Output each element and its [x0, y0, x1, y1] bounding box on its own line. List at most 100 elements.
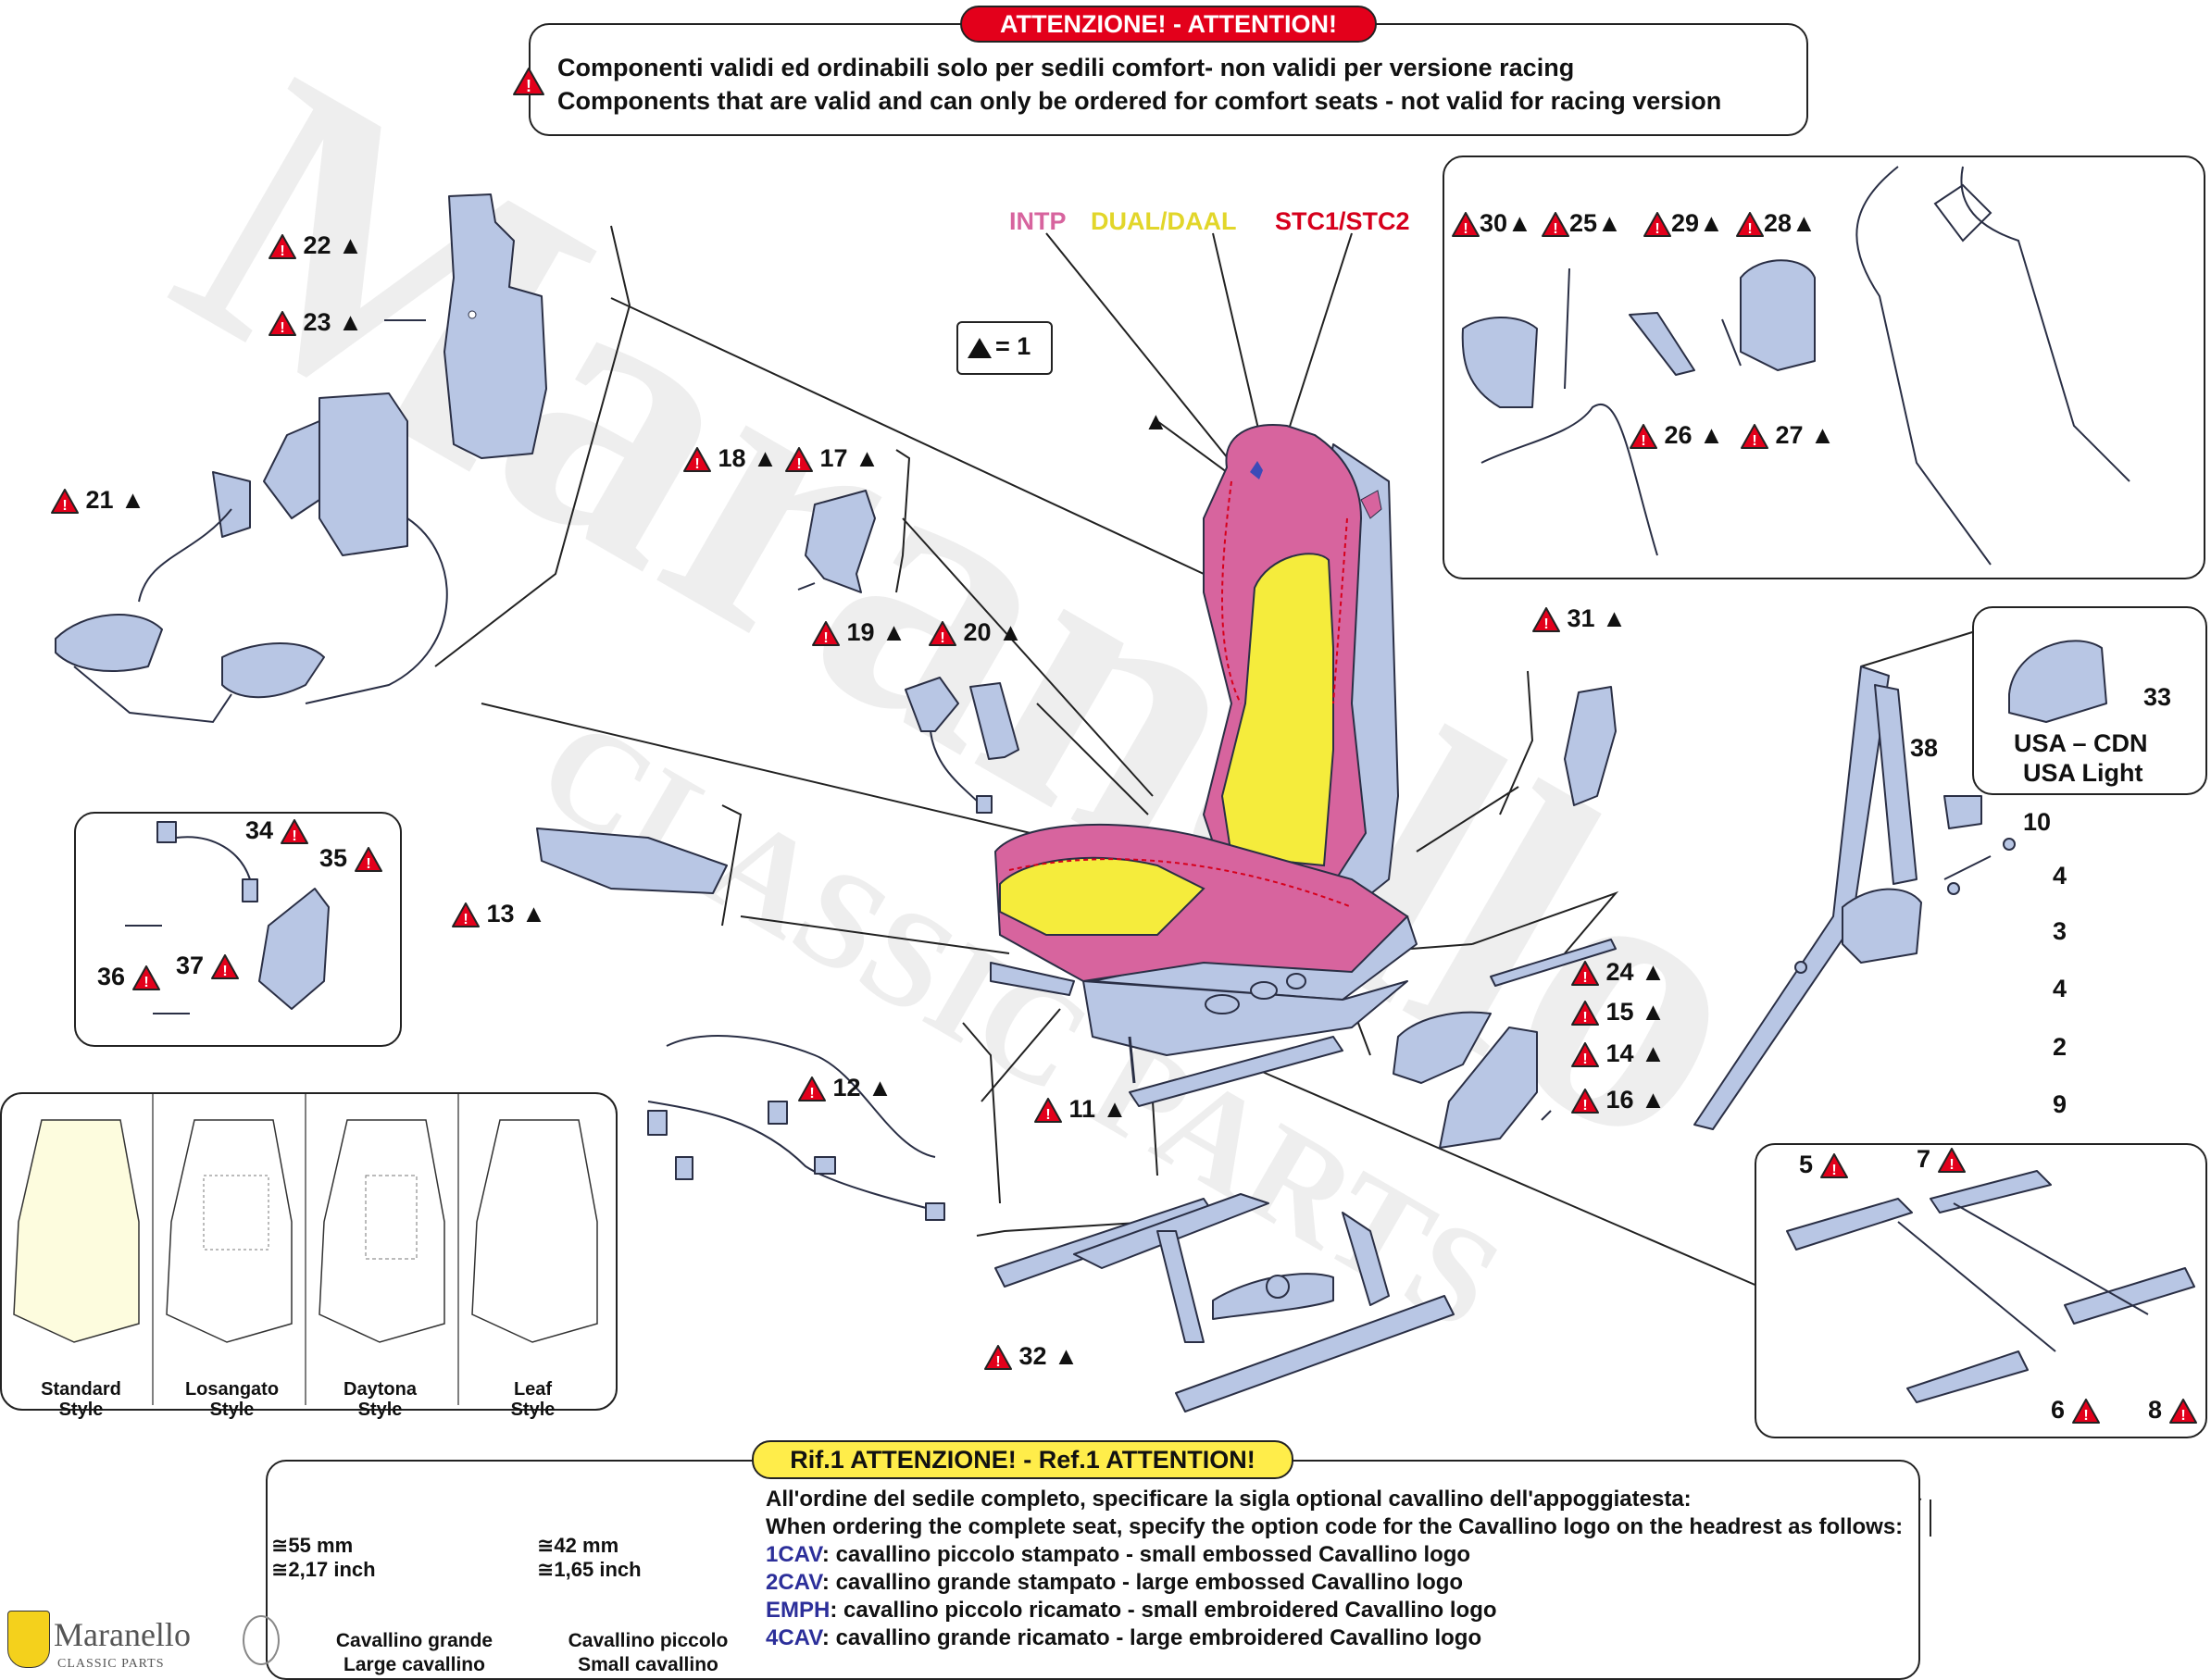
- triangle-icon: [968, 338, 992, 358]
- warning-icon: !: [452, 902, 480, 928]
- svg-text:!: !: [292, 828, 296, 844]
- svg-text:!: !: [1543, 616, 1548, 632]
- callout-15: ! 15 ▲: [1571, 998, 1666, 1027]
- svg-text:!: !: [796, 456, 801, 472]
- triangle-icon: ▲: [1699, 209, 1724, 237]
- callout-28: !28▲: [1736, 209, 1817, 238]
- warning-icon: !: [785, 447, 813, 473]
- small-mm: ≅42 mm: [537, 1534, 619, 1557]
- callout-17: ! 17 ▲: [785, 444, 880, 473]
- callout-12: ! 12 ▲: [798, 1074, 893, 1102]
- warning-icon: !: [1571, 1089, 1599, 1114]
- warning-icon: !: [1630, 424, 1657, 450]
- callout-20: ! 20 ▲: [929, 618, 1023, 647]
- svg-text:!: !: [280, 320, 284, 336]
- triangle-icon: ▲: [338, 231, 363, 259]
- svg-text:!: !: [1655, 221, 1659, 237]
- triangle-icon: ▲: [881, 618, 906, 646]
- svg-text:!: !: [1582, 970, 1587, 986]
- bottom-intro-en: When ordering the complete seat, specify…: [766, 1514, 1904, 1539]
- code-line-3: EMPH: cavallino piccolo ricamato - small…: [766, 1598, 1497, 1623]
- warning-icon: !: [210, 954, 239, 980]
- zone-intp-label: INTP: [1009, 207, 1067, 235]
- trident-icon: [243, 1615, 280, 1665]
- callout-38: 38: [1910, 734, 1939, 762]
- bottom-intro-it: All'ordine del sedile completo, specific…: [766, 1487, 1692, 1512]
- triangle-icon: ▲: [338, 308, 363, 336]
- warning-icon: !: [929, 621, 956, 647]
- svg-text:!: !: [1582, 1052, 1587, 1067]
- triangle-icon: ▲: [1641, 998, 1666, 1026]
- triangle-icon: ▲: [1699, 421, 1724, 449]
- triangle-icon: ▲: [1792, 209, 1817, 237]
- svg-text:!: !: [1045, 1107, 1050, 1123]
- callout-31: ! 31 ▲: [1532, 604, 1627, 633]
- seat-main: [990, 424, 1418, 1107]
- callout-14: ! 14 ▲: [1571, 1039, 1666, 1068]
- style-seat-daytona: [319, 1119, 445, 1343]
- callout-27: ! 27 ▲: [1741, 421, 1835, 450]
- callout-22: ! 22 ▲: [269, 231, 363, 260]
- inset-headrest-mechanism: [1443, 156, 2205, 579]
- triangle-icon: ▲: [1054, 1342, 1079, 1370]
- callout-3: 3: [2053, 917, 2067, 945]
- warning-icon: !: [131, 965, 160, 991]
- callout-23: ! 23 ▲: [269, 308, 363, 337]
- svg-text:!: !: [1747, 221, 1752, 237]
- warning-icon: !: [1937, 1148, 1966, 1174]
- svg-text:!: !: [1582, 1010, 1587, 1026]
- part-2-seatbelt: [1693, 666, 2016, 1130]
- triangle-icon: ▲: [521, 900, 546, 927]
- callout-33: 33: [2143, 683, 2172, 711]
- callout-16: ! 16 ▲: [1571, 1086, 1666, 1114]
- callout-37: 37 !: [176, 952, 239, 980]
- warning-icon: !: [1034, 1098, 1062, 1124]
- svg-text:!: !: [1582, 1098, 1587, 1114]
- triangle-icon: ▲: [1507, 209, 1532, 237]
- callout-36: 36 !: [97, 963, 160, 991]
- callout-4b: 4: [2053, 975, 2067, 1002]
- code-line-1: 1CAV: cavallino piccolo stampato - small…: [766, 1542, 1471, 1567]
- triangle-icon: ▲: [868, 1074, 893, 1101]
- brand-sub: CLASSIC PARTS: [57, 1657, 165, 1671]
- callout-35: 35 !: [319, 844, 382, 873]
- top-notice-warn-icon: !: [512, 67, 545, 101]
- style-seat-standard: [13, 1119, 140, 1343]
- bottom-notice-box: [266, 1460, 1920, 1680]
- callout-34: 34 !: [245, 816, 308, 845]
- brand-name: Maranello: [54, 1616, 191, 1653]
- svg-text:!: !: [62, 498, 67, 514]
- inset-wiring-small: [74, 812, 402, 1047]
- svg-text:!: !: [1553, 221, 1557, 237]
- style-seat-losangato: [166, 1119, 293, 1343]
- svg-text:!: !: [2083, 1408, 2088, 1424]
- callout-13: ! 13 ▲: [452, 900, 546, 928]
- svg-text:!: !: [366, 856, 370, 872]
- triangle-icon: ▲: [1641, 1086, 1666, 1114]
- svg-text:!: !: [144, 975, 148, 990]
- warning-icon: !: [1452, 212, 1480, 238]
- callout-24: ! 24 ▲: [1571, 958, 1666, 987]
- seat-triangle-marker: ▲: [1143, 407, 1168, 435]
- callout-4a: 4: [2053, 862, 2067, 890]
- svg-text:!: !: [823, 630, 828, 646]
- callout-18: ! 18 ▲: [683, 444, 778, 473]
- warning-icon: !: [812, 621, 840, 647]
- svg-text:!: !: [1949, 1157, 1954, 1173]
- triangle-icon: ▲: [998, 618, 1023, 646]
- svg-text:!: !: [1463, 221, 1468, 237]
- callout-30: !30▲: [1452, 209, 1532, 238]
- svg-text:!: !: [1752, 433, 1756, 449]
- callout-10: 10: [2023, 808, 2052, 836]
- top-notice-line-it: Componenti validi ed ordinabili solo per…: [557, 54, 1575, 81]
- zone-stc-label: STC1/STC2: [1275, 207, 1410, 235]
- style-seat-leaf: [471, 1119, 598, 1343]
- triangle-icon: ▲: [1597, 209, 1622, 237]
- top-notice-banner: ATTENZIONE! - ATTENTION!: [960, 6, 1377, 43]
- triangle-icon: ▲: [1641, 958, 1666, 986]
- svg-text:!: !: [995, 1354, 1000, 1370]
